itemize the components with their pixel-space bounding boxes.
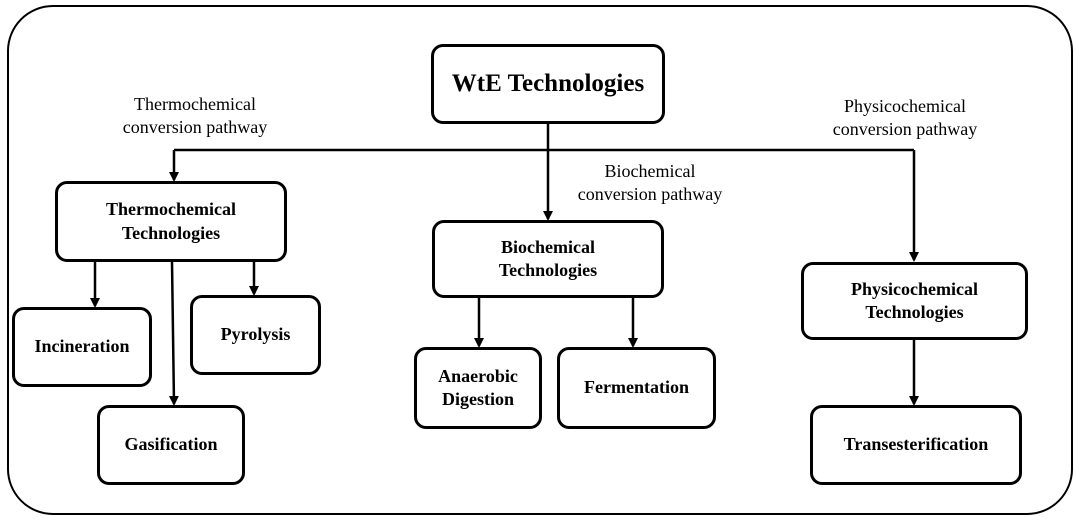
pyrolysis-node: Pyrolysis [190, 295, 321, 375]
transesterification-node: Transesterification [810, 405, 1022, 485]
biochemical-pathway-label: Biochemical conversion pathway [577, 161, 723, 205]
fermentation-node: Fermentation [557, 347, 716, 429]
biochemical-technologies-node: Biochemical Technologies [432, 220, 664, 298]
root-node: WtE Technologies [431, 44, 665, 124]
thermochemical-pathway-label: Thermochemical conversion pathway [122, 94, 268, 138]
root-label: WtE Technologies [451, 69, 645, 97]
anaerobic-digestion-node: Anaerobic Digestion [414, 347, 542, 429]
arrow-to-gasification [168, 261, 179, 406]
diagram-frame [7, 5, 1073, 515]
physicochemical-technologies-node: Physicochemical Technologies [801, 262, 1028, 340]
thermochemical-technologies-node: Thermochemical Technologies [55, 181, 287, 262]
incineration-node: Incineration [12, 307, 152, 387]
gasification-node: Gasification [97, 405, 245, 485]
physicochemical-pathway-label: Physicochemical conversion pathway [832, 96, 978, 140]
